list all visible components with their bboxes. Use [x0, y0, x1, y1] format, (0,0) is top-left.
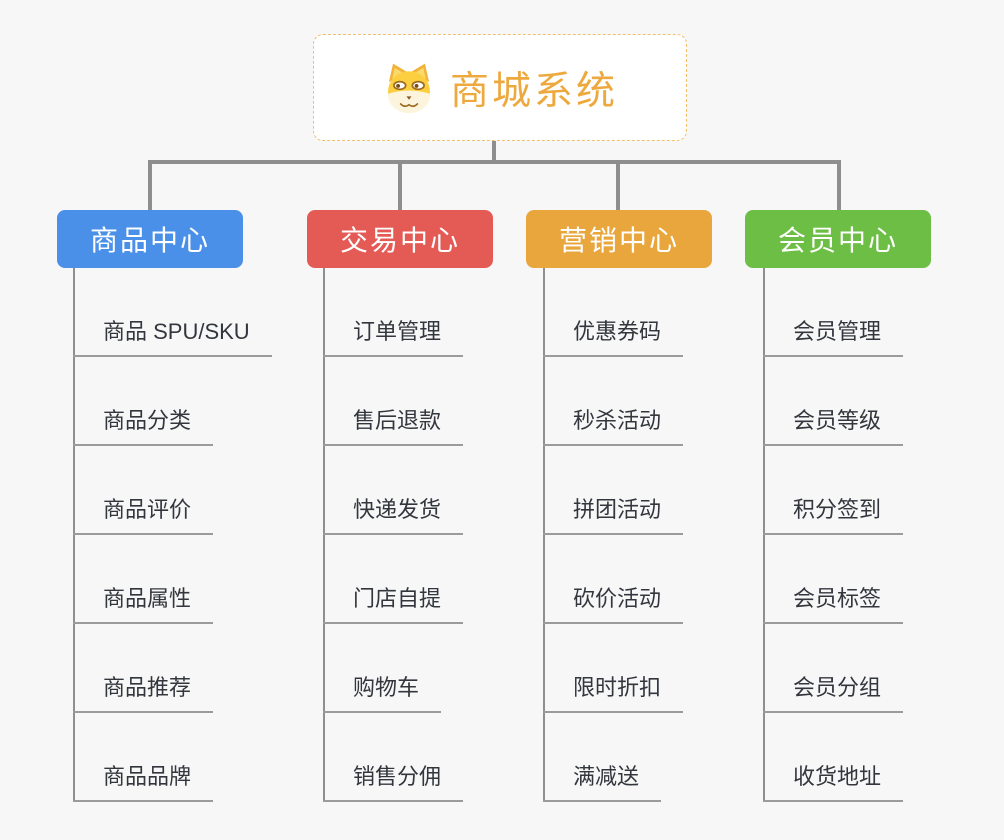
leaf-node[interactable]: 销售分佣 — [323, 764, 464, 802]
branch-label: 营销中心 — [558, 225, 679, 256]
leaf-node[interactable]: 售后退款 — [323, 408, 464, 446]
leaf-node[interactable]: 会员分组 — [763, 675, 904, 713]
connector-drop-2 — [398, 160, 402, 212]
leaf-node[interactable]: 订单管理 — [323, 319, 464, 357]
branch-node-member-center[interactable]: 会员中心 — [745, 210, 931, 268]
leaf-node[interactable]: 门店自提 — [323, 586, 464, 624]
leaf-node[interactable]: 商品分类 — [73, 408, 214, 446]
leaf-node[interactable]: 购物车 — [323, 675, 442, 713]
leaf-node[interactable]: 会员管理 — [763, 319, 904, 357]
branch-label: 交易中心 — [339, 225, 460, 256]
leaf-node[interactable]: 砍价活动 — [543, 586, 684, 624]
connector-root-stem — [492, 141, 496, 164]
branch-label: 商品中心 — [89, 225, 210, 256]
root-title: 商城系统 — [449, 69, 618, 113]
leaf-node[interactable]: 商品 SPU/SKU — [73, 319, 272, 357]
branch-node-trade-center[interactable]: 交易中心 — [307, 210, 493, 268]
leaf-node[interactable]: 限时折扣 — [543, 675, 684, 713]
doge-icon — [382, 62, 436, 114]
leaf-node[interactable]: 拼团活动 — [543, 497, 684, 535]
leaf-node[interactable]: 商品评价 — [73, 497, 214, 535]
branch-label: 会员中心 — [777, 225, 898, 256]
leaf-node[interactable]: 满减送 — [543, 764, 662, 802]
leaf-node[interactable]: 会员标签 — [763, 586, 904, 624]
leaf-node[interactable]: 会员等级 — [763, 408, 904, 446]
branch-node-product-center[interactable]: 商品中心 — [57, 210, 243, 268]
leaf-node[interactable]: 商品属性 — [73, 586, 214, 624]
connector-drop-4 — [837, 160, 841, 212]
leaf-node[interactable]: 积分签到 — [763, 497, 904, 535]
leaf-node[interactable]: 快递发货 — [323, 497, 464, 535]
leaf-node[interactable]: 商品品牌 — [73, 764, 214, 802]
leaf-node[interactable]: 优惠券码 — [543, 319, 684, 357]
root-node[interactable]: 商城系统 — [313, 34, 687, 141]
leaf-node[interactable]: 商品推荐 — [73, 675, 214, 713]
connector-drop-1 — [148, 160, 152, 212]
leaf-node[interactable]: 收货地址 — [763, 764, 904, 802]
branch-node-marketing-center[interactable]: 营销中心 — [526, 210, 712, 268]
connector-drop-3 — [616, 160, 620, 212]
connector-bus — [148, 160, 841, 164]
leaf-node[interactable]: 秒杀活动 — [543, 408, 684, 446]
